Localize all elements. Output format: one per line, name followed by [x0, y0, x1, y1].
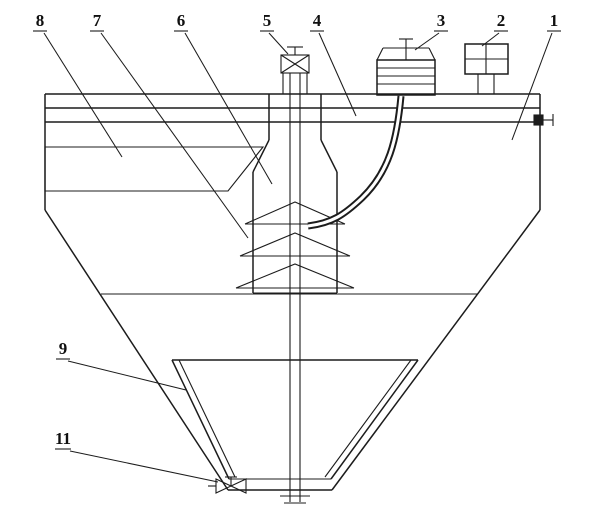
shaft-bottom-foot — [280, 495, 310, 504]
top-deck — [45, 93, 540, 123]
callout-6: 6 — [177, 11, 186, 30]
callout-1: 1 — [550, 11, 559, 30]
callout-2: 2 — [497, 11, 506, 30]
hatched-media-layer — [44, 146, 265, 192]
inner-cone — [171, 359, 419, 480]
overflow-nozzle — [533, 114, 554, 126]
callouts: 8 7 6 5 4 3 2 1 9 11 — [33, 11, 561, 450]
shaft-top-bearing — [280, 46, 310, 74]
feedwell-column — [252, 94, 338, 294]
central-shaft — [280, 46, 310, 504]
dosing-unit — [464, 43, 509, 94]
callout-8: 8 — [36, 11, 45, 30]
feed-pipe — [307, 95, 405, 230]
callout-3: 3 — [437, 11, 446, 30]
discharge-valve — [208, 476, 247, 494]
callout-5: 5 — [263, 11, 272, 30]
callout-4: 4 — [313, 11, 322, 30]
tank-shell — [44, 94, 541, 491]
callout-11: 11 — [55, 429, 71, 448]
callout-7: 7 — [93, 11, 102, 30]
drive-unit — [376, 38, 436, 96]
callout-9: 9 — [59, 339, 68, 358]
leader-lines — [43, 32, 553, 483]
